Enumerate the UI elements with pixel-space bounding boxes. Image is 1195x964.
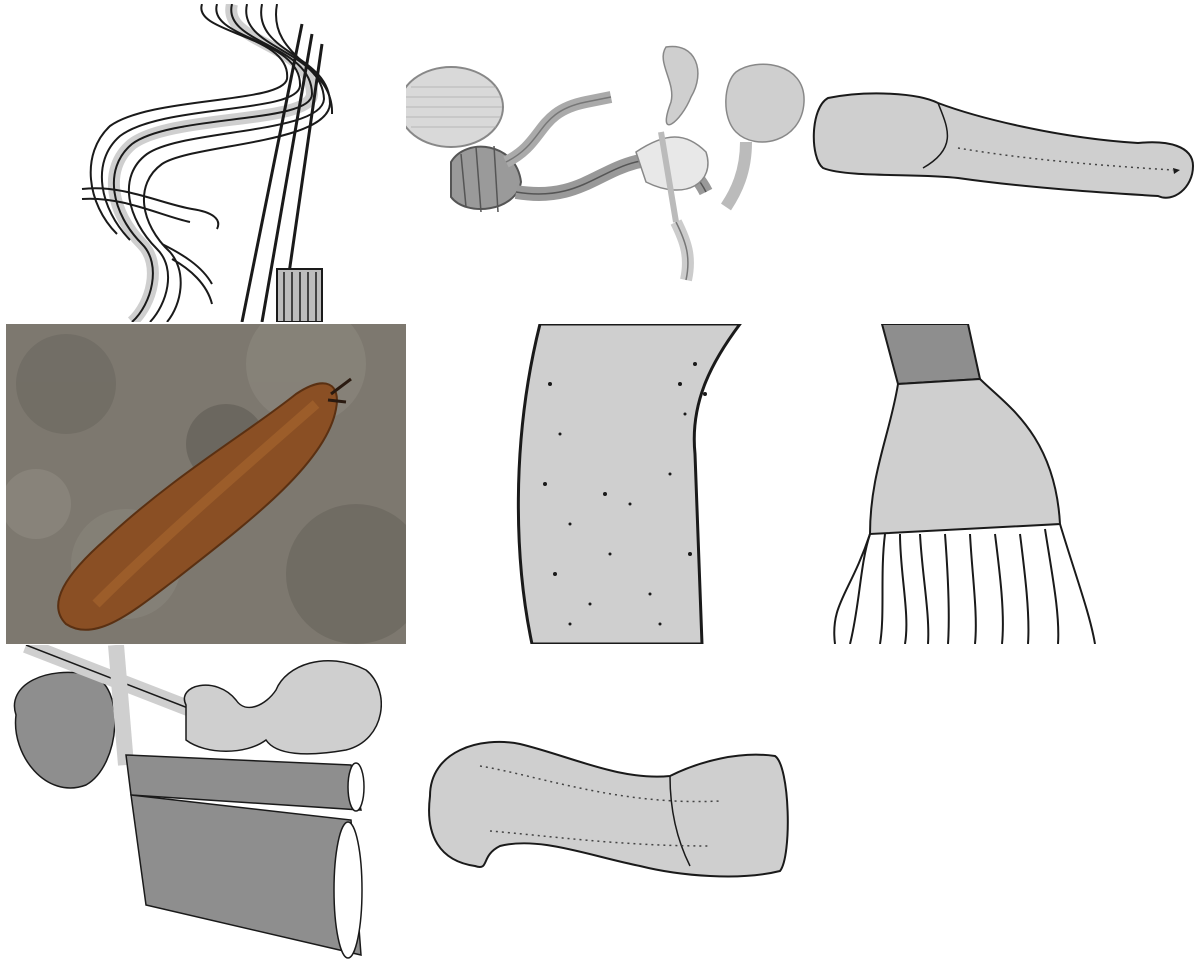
panel-penis-outline bbox=[808, 88, 1195, 213]
panel-stippled-organ bbox=[510, 324, 745, 644]
stippled-organ-section-drawing bbox=[510, 324, 745, 644]
panel-curved-organ bbox=[420, 736, 795, 886]
gland-with-tubules-drawing bbox=[830, 324, 1115, 644]
penis-outline-drawing bbox=[808, 88, 1195, 213]
coiled-ducts-drawing bbox=[72, 4, 334, 322]
panel-spermatheca-ducts bbox=[6, 645, 382, 960]
panel-reproductive-system bbox=[406, 42, 806, 282]
slug-photograph bbox=[6, 324, 406, 644]
curved-organ-outline-drawing bbox=[420, 736, 795, 886]
panel-coiled-ducts bbox=[72, 4, 334, 322]
spermatheca-and-ducts-drawing bbox=[6, 645, 382, 960]
panel-slug-photograph bbox=[6, 324, 406, 644]
reproductive-system-drawing bbox=[406, 42, 806, 282]
panel-gland-tubules bbox=[830, 324, 1115, 644]
